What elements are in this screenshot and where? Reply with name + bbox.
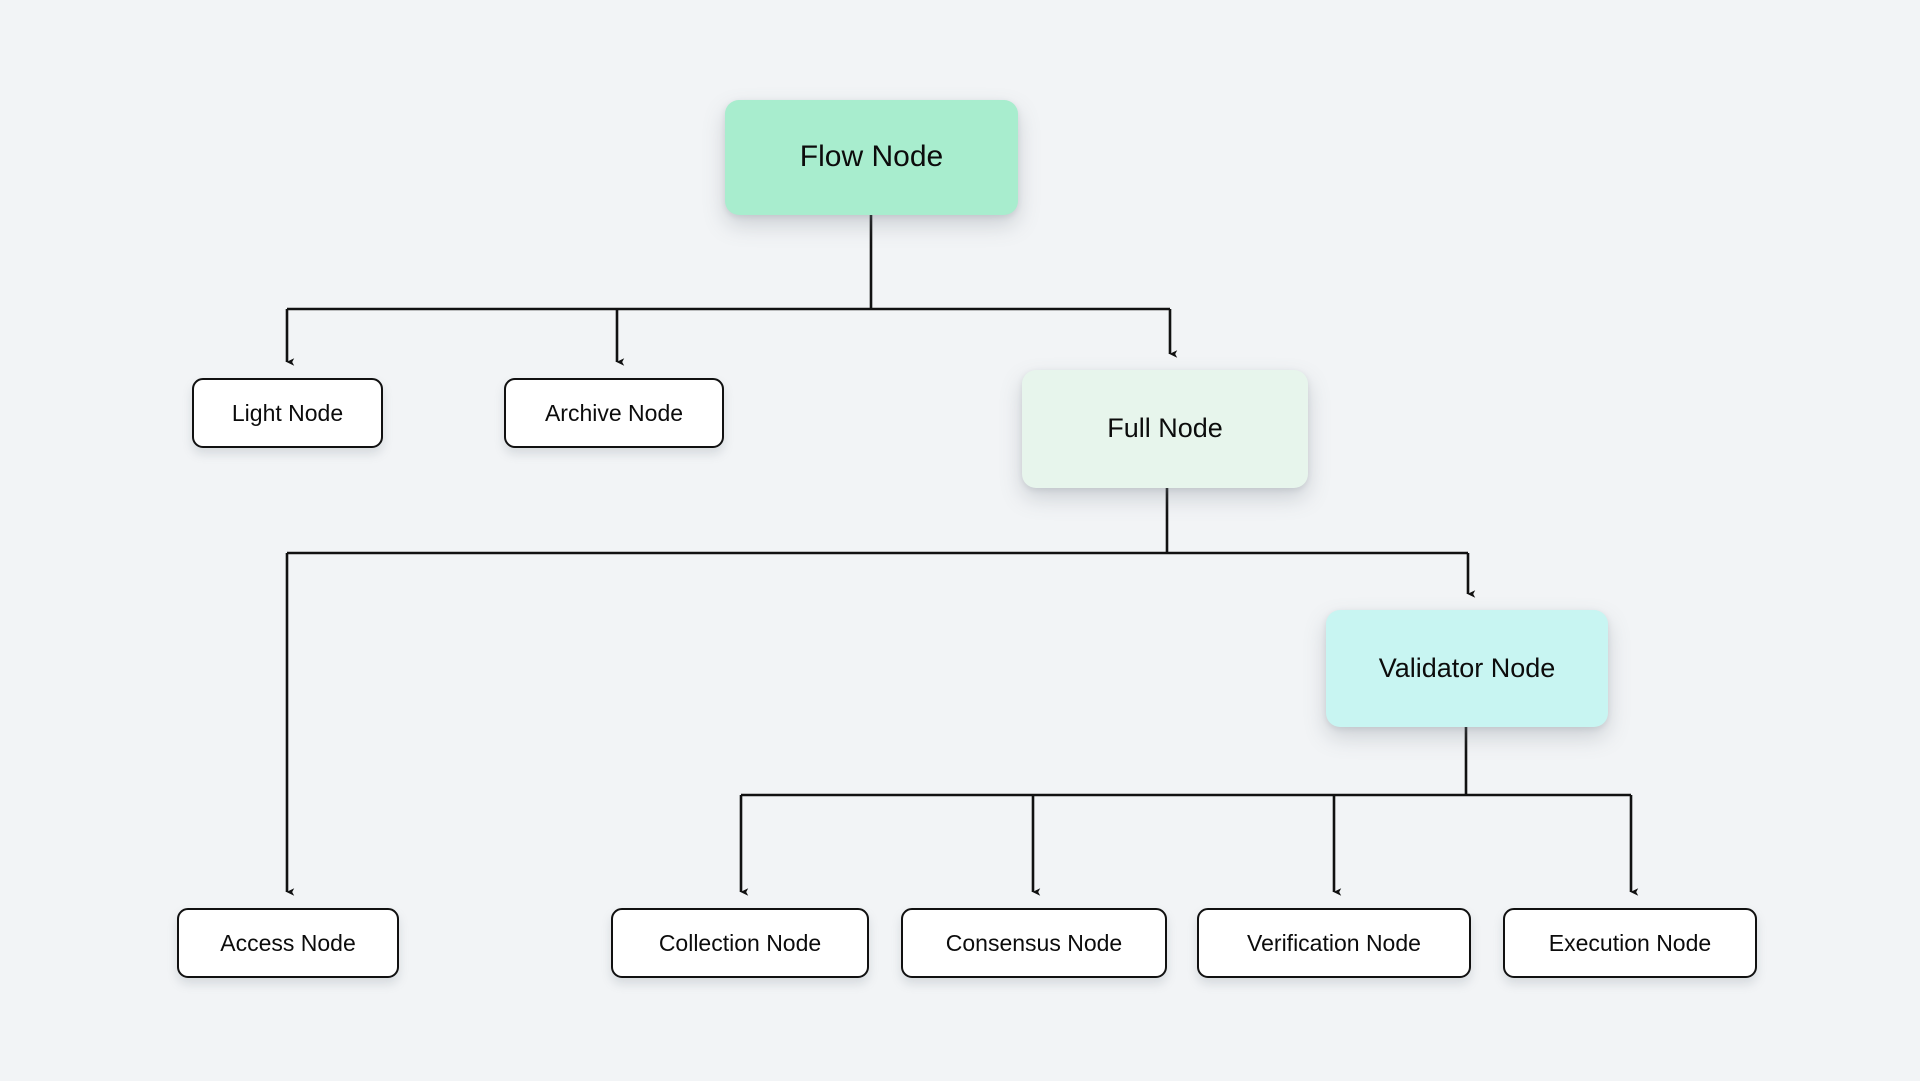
node-validator-node[interactable]: Validator Node — [1326, 610, 1608, 727]
node-light-node[interactable]: Light Node — [192, 378, 383, 448]
node-execution-node[interactable]: Execution Node — [1503, 908, 1757, 978]
node-label: Validator Node — [1378, 652, 1556, 683]
node-access-node[interactable]: Access Node — [177, 908, 399, 978]
node-label: Consensus Node — [945, 929, 1123, 956]
node-label: Flow Node — [799, 140, 944, 174]
node-consensus-node[interactable]: Consensus Node — [901, 908, 1167, 978]
node-label: Execution Node — [1548, 929, 1712, 956]
node-collection-node[interactable]: Collection Node — [611, 908, 869, 978]
node-archive-node[interactable]: Archive Node — [504, 378, 724, 448]
node-flow-node[interactable]: Flow Node — [725, 100, 1018, 215]
node-label: Collection Node — [658, 929, 822, 956]
node-label: Archive Node — [544, 399, 684, 426]
node-label: Full Node — [1107, 413, 1223, 444]
node-full-node[interactable]: Full Node — [1022, 370, 1308, 488]
node-label: Access Node — [220, 929, 356, 956]
node-label: Verification Node — [1247, 929, 1421, 956]
node-verification-node[interactable]: Verification Node — [1197, 908, 1471, 978]
node-label: Light Node — [231, 399, 344, 426]
